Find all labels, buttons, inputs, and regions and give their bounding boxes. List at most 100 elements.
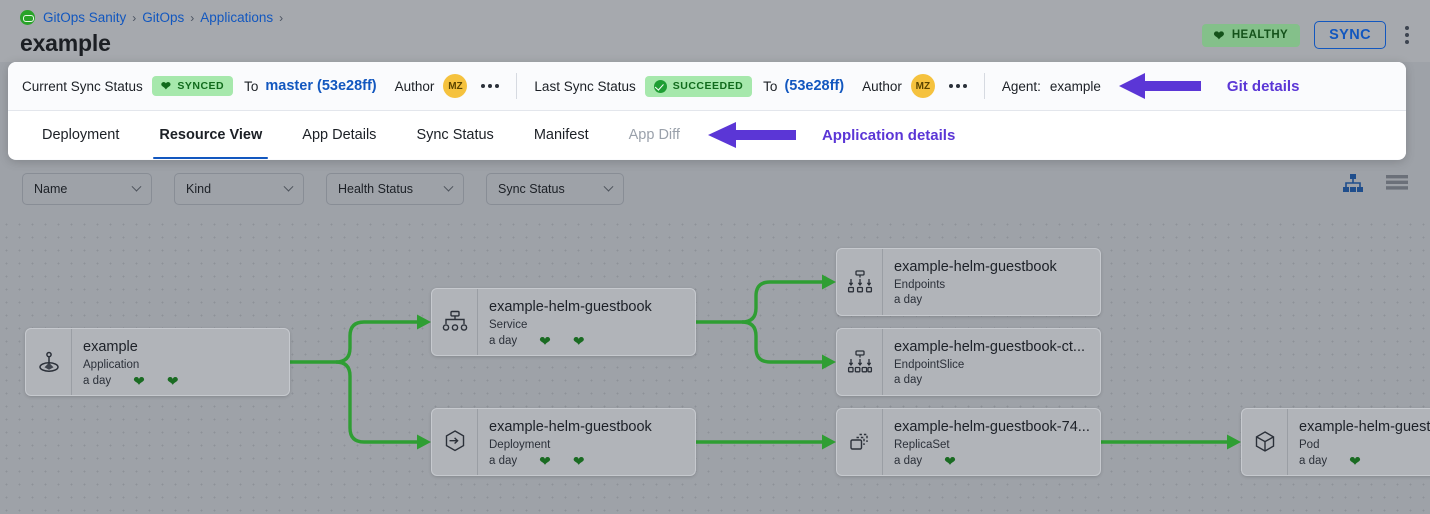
sync-heart-icon: ❤ xyxy=(572,453,585,470)
resource-node-meta: a day xyxy=(894,294,1090,306)
resource-node-body: example-helm-guestbook Endpoints a day xyxy=(883,249,1100,315)
health-heart-icon: ❤ xyxy=(539,453,551,470)
arrowhead-service xyxy=(417,314,431,330)
left-arrow-annotation-icon xyxy=(707,122,796,148)
current-sync-status-badge: ❤ SYNCED xyxy=(151,76,234,96)
breadcrumb-item-gitops[interactable]: GitOps xyxy=(142,10,185,25)
resource-node-body: example Application a day ❤ ❤ xyxy=(72,329,289,395)
breadcrumb-separator: › xyxy=(190,10,195,25)
divider xyxy=(516,73,518,99)
check-circle-icon xyxy=(653,79,667,93)
resource-node-age: a day xyxy=(489,455,518,468)
last-revision-link[interactable]: (53e28ff) xyxy=(784,78,845,94)
sync-button[interactable]: SYNC xyxy=(1314,21,1386,49)
breadcrumb-item-gitops-sanity[interactable]: GitOps Sanity xyxy=(43,10,127,25)
sync-heart-icon: ❤ xyxy=(166,373,179,390)
arrowhead-pod xyxy=(1227,434,1241,450)
resource-node-title: example-helm-guestbook xyxy=(489,419,652,435)
heart-icon: ❤ xyxy=(160,79,172,93)
filter-health-status-select[interactable]: Health Status xyxy=(326,173,464,205)
resource-node-service[interactable]: example-helm-guestbook Service a day ❤ ❤ xyxy=(431,288,696,356)
breadcrumb-separator: › xyxy=(279,10,284,25)
resource-node-age: a day xyxy=(894,455,923,468)
resource-node-title: example-helm-guestbook-ct... xyxy=(894,339,1085,355)
status-badge-healthy: ❤ HEALTHY xyxy=(1201,23,1301,47)
filter-sync-status-select[interactable]: Sync Status xyxy=(486,173,624,205)
arrowhead-endpointslice xyxy=(822,354,836,370)
tree-view-icon[interactable] xyxy=(1342,174,1364,194)
resource-node-body: example-helm-guestbook Deployment a day … xyxy=(478,409,695,475)
endpoints-icon xyxy=(837,249,883,315)
last-to-label: To xyxy=(763,78,778,94)
page-title: example xyxy=(20,30,111,56)
git-details-annotation-label: Git details xyxy=(1226,77,1300,95)
resource-node-kind: Deployment xyxy=(489,439,551,452)
resource-node-replicaset[interactable]: example-helm-guestbook-74... ReplicaSet … xyxy=(836,408,1101,476)
resource-tree-canvas[interactable]: example Application a day ❤ ❤ example-he… xyxy=(0,218,1430,514)
edge-app-deployment xyxy=(335,360,417,444)
breadcrumb-item-applications[interactable]: Applications xyxy=(200,10,274,25)
view-toggle-group xyxy=(1342,174,1408,194)
resource-node-kind: Service xyxy=(489,319,528,332)
tab-deployment[interactable]: Deployment xyxy=(42,127,120,143)
resource-node-meta: a day ❤ ❤ xyxy=(489,334,685,348)
tab-resource-view[interactable]: Resource View xyxy=(139,111,282,159)
replicaset-icon xyxy=(837,409,883,475)
gitops-logo-icon xyxy=(20,10,35,25)
agent-label: Agent: xyxy=(1001,78,1041,94)
list-view-icon[interactable] xyxy=(1386,175,1408,193)
filter-kind-select[interactable]: Kind xyxy=(174,173,304,205)
resource-node-meta: a day ❤ ❤ xyxy=(83,374,279,388)
edge-app-service xyxy=(335,320,417,364)
chevron-down-icon xyxy=(603,181,614,192)
filter-sync-status-label: Sync Status xyxy=(498,182,565,196)
resource-node-kind: Application xyxy=(83,359,140,372)
resource-node-meta: a day ❤ xyxy=(1299,454,1430,468)
chevron-down-icon xyxy=(131,181,142,192)
avatar: MZ xyxy=(910,74,935,98)
filter-kind-label: Kind xyxy=(186,182,212,196)
resource-node-body: example-helm-guestbook Service a day ❤ ❤ xyxy=(478,289,695,355)
resource-tree-edges xyxy=(290,274,1241,450)
resource-node-application[interactable]: example Application a day ❤ ❤ xyxy=(25,328,290,396)
resource-node-age: a day xyxy=(894,294,923,307)
tab-sync-status[interactable]: Sync Status xyxy=(416,127,494,143)
tab-bar: Deployment Resource View App Details Syn… xyxy=(8,111,1406,159)
resource-node-title: example-helm-guestbook xyxy=(894,259,1057,275)
last-sync-more-icon[interactable] xyxy=(948,84,967,88)
last-sync-status-label: Last Sync Status xyxy=(534,78,636,94)
tab-app-diff[interactable]: App Diff xyxy=(628,127,680,143)
resource-node-endpointslice[interactable]: example-helm-guestbook-ct... EndpointSli… xyxy=(836,328,1101,396)
resource-node-kind: Endpoints xyxy=(894,279,946,292)
resource-node-title: example-helm-guestbook xyxy=(489,299,652,315)
resource-node-body: example-helm-guest Pod a day ❤ xyxy=(1288,409,1430,475)
resource-node-meta: a day ❤ xyxy=(894,454,1090,468)
filter-name-select[interactable]: Name xyxy=(22,173,152,205)
current-sync-status-label: Current Sync Status xyxy=(22,78,143,94)
status-badge-label: HEALTHY xyxy=(1231,29,1289,41)
resource-node-title: example-helm-guestbook-74... xyxy=(894,419,1090,435)
resource-node-pod[interactable]: example-helm-guest Pod a day ❤ xyxy=(1241,408,1430,476)
heart-icon: ❤ xyxy=(1213,27,1225,43)
tab-app-details[interactable]: App Details xyxy=(302,127,377,143)
current-sync-more-icon[interactable] xyxy=(481,84,500,88)
resource-node-kind: ReplicaSet xyxy=(894,439,950,452)
resource-node-age: a day xyxy=(894,374,923,387)
more-options-icon[interactable] xyxy=(1400,24,1414,46)
header-actions: ❤ HEALTHY SYNC xyxy=(1201,21,1414,49)
resource-node-deployment[interactable]: example-helm-guestbook Deployment a day … xyxy=(431,408,696,476)
resource-node-title: example xyxy=(83,339,138,355)
sync-status-bar: Current Sync Status ❤ SYNCED To master (… xyxy=(8,62,1406,111)
app-summary-panel: Current Sync Status ❤ SYNCED To master (… xyxy=(8,62,1406,160)
resource-node-kind: Pod xyxy=(1299,439,1320,452)
breadcrumb: GitOps Sanity › GitOps › Applications › xyxy=(20,10,283,25)
arrowhead-deployment xyxy=(417,434,431,450)
divider xyxy=(983,73,985,99)
git-details-annotation: Git details xyxy=(1118,73,1300,99)
resource-node-endpoints[interactable]: example-helm-guestbook Endpoints a day xyxy=(836,248,1101,316)
filter-health-status-label: Health Status xyxy=(338,182,414,196)
tab-manifest[interactable]: Manifest xyxy=(533,127,589,143)
resource-node-body: example-helm-guestbook-ct... EndpointSli… xyxy=(883,329,1100,395)
endpointslice-icon xyxy=(837,329,883,395)
current-revision-link[interactable]: master (53e28ff) xyxy=(265,78,377,94)
